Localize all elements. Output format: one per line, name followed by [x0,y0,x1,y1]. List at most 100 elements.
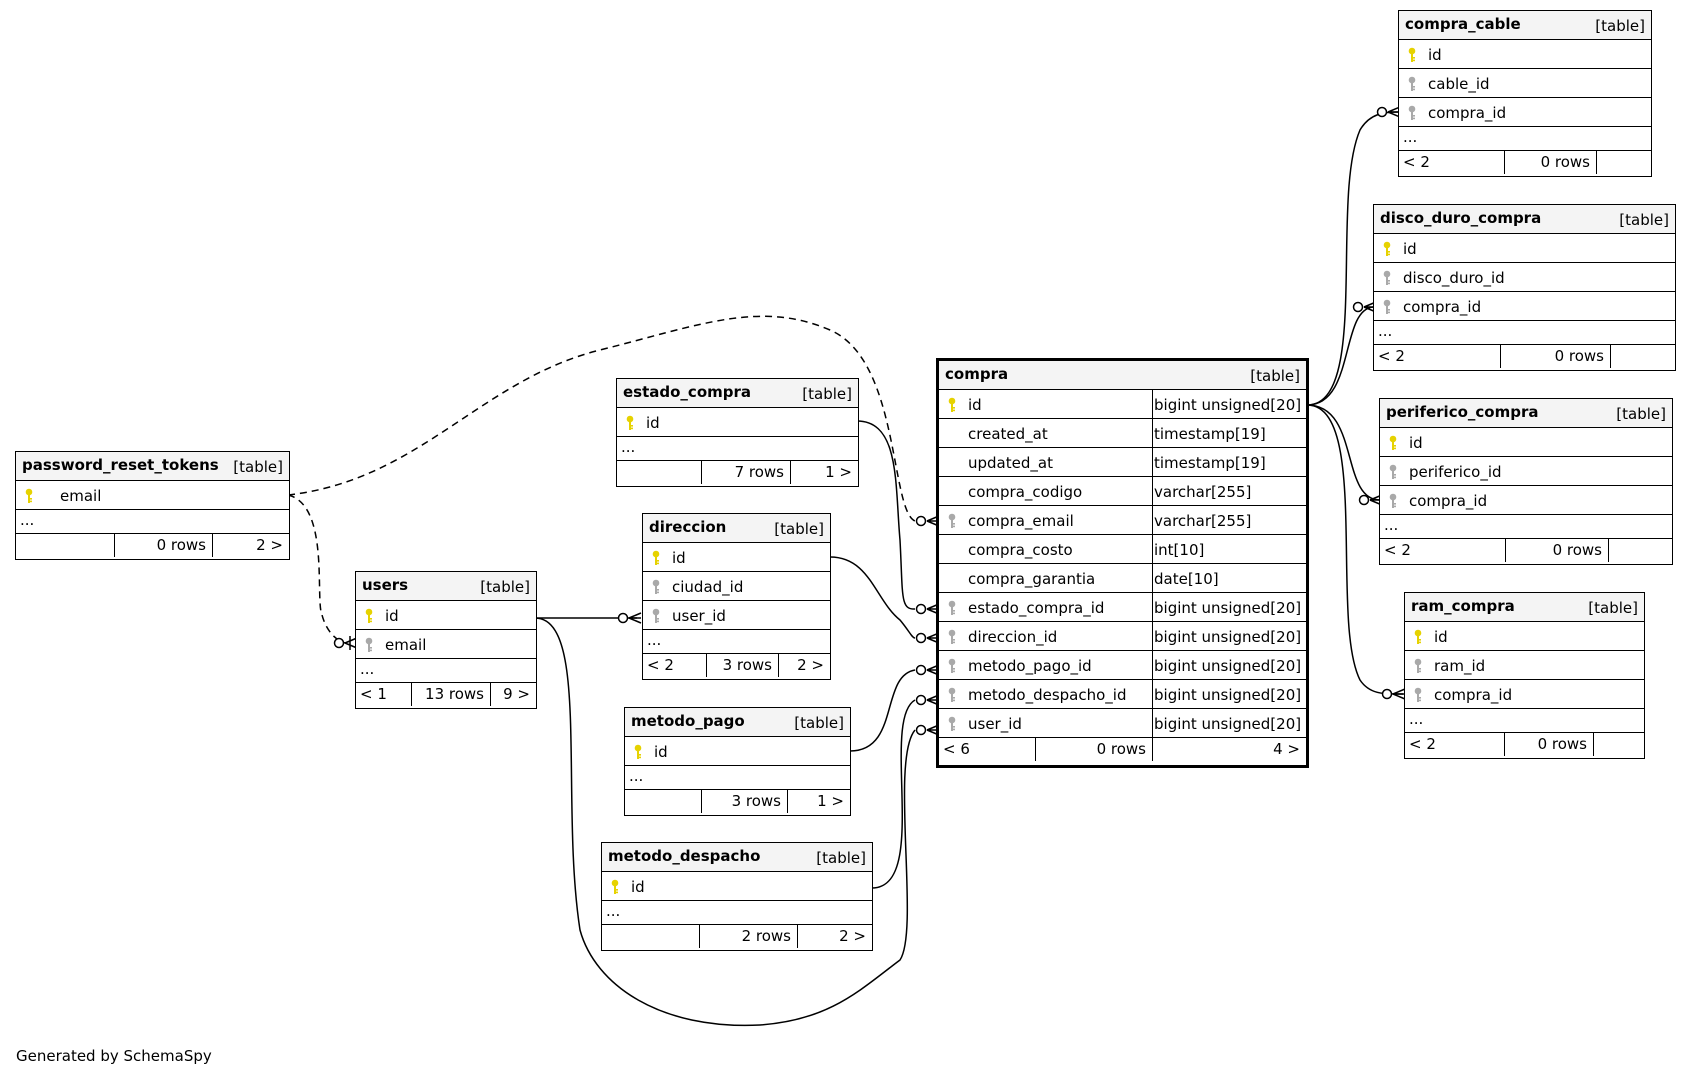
key-icon [365,637,373,652]
key-icon [1389,493,1397,508]
table-name: password_reset_tokens [22,456,219,474]
column-row[interactable]: estado_compra_id bigint unsigned[20] [939,593,1306,622]
column-row[interactable]: email [16,481,289,510]
table-ram-compra[interactable]: ram_compra [table] id ram_id compra_id .… [1404,592,1645,759]
column-row[interactable]: id [356,601,536,630]
column-name: id [968,396,982,414]
column-row[interactable]: id [617,408,858,437]
column-row[interactable]: compra_garantia date[10] [939,564,1306,593]
footer-parents-link[interactable] [602,925,699,948]
table-header: disco_duro_compra [table] [1374,205,1675,234]
table-footer: < 6 0 rows 4 > [939,738,1306,761]
footer-children-link[interactable] [1596,151,1651,174]
table-name: compra_cable [1405,15,1521,33]
column-type: bigint unsigned[20] [1154,628,1302,646]
column-row[interactable]: compra_email varchar[255] [939,506,1306,535]
footer-parents-link[interactable]: < 2 [1384,541,1411,559]
key-icon [1383,299,1391,314]
column-row[interactable]: cable_id [1399,69,1651,98]
table-metodo-pago[interactable]: metodo_pago [table] id ... 3 rows 1 > [624,707,851,816]
key-icon [1414,658,1422,673]
table-disco-duro-compra[interactable]: disco_duro_compra [table] id disco_duro_… [1373,204,1676,371]
column-row[interactable]: id [643,543,830,572]
footer-row-count: 0 rows [1035,738,1152,761]
column-row[interactable]: email [356,630,536,659]
footer-parents-link[interactable]: < 2 [1403,153,1430,171]
column-type: varchar[255] [1154,483,1252,501]
crowfoot-circle [1352,301,1364,313]
column-row[interactable]: id [625,737,850,766]
column-type: timestamp[19] [1154,425,1266,443]
column-row[interactable]: user_id [643,601,830,630]
column-row[interactable]: direccion_id bigint unsigned[20] [939,622,1306,651]
table-direccion[interactable]: direccion [table] id ciudad_id user_id .… [642,513,831,680]
crowfoot-circle [915,664,927,676]
column-name: direccion_id [968,628,1058,646]
column-row[interactable]: id [1405,622,1644,651]
column-row[interactable]: user_id bigint unsigned[20] [939,709,1306,738]
column-row[interactable]: compra_costo int[10] [939,535,1306,564]
column-row[interactable]: created_at timestamp[19] [939,419,1306,448]
column-row[interactable]: metodo_pago_id bigint unsigned[20] [939,651,1306,680]
table-type: [table] [794,714,844,732]
footer-children-link[interactable]: 4 > [1152,738,1306,761]
column-row[interactable]: id [1374,234,1675,263]
footer-children-link[interactable] [1610,345,1675,368]
table-type: [table] [1595,17,1645,35]
column-row[interactable]: metodo_despacho_id bigint unsigned[20] [939,680,1306,709]
column-divider [1152,593,1153,621]
footer-children-link[interactable]: 1 > [790,461,858,484]
column-name: created_at [968,425,1048,443]
column-row[interactable]: ciudad_id [643,572,830,601]
table-periferico-compra[interactable]: periferico_compra [table] id periferico_… [1379,398,1673,565]
footer-parents-link[interactable] [625,790,701,813]
table-compra[interactable]: compra [table] id bigint unsigned[20] cr… [936,358,1309,768]
table-estado-compra[interactable]: estado_compra [table] id ... 7 rows 1 > [616,378,859,487]
column-divider [1152,419,1153,447]
column-name: ciudad_id [672,578,744,596]
crowfoot-circle [915,632,927,644]
footer-parents-link[interactable]: < 2 [1409,735,1436,753]
column-row[interactable]: id [1380,428,1672,457]
table-users[interactable]: users [table] id email ... < 1 13 rows 9… [355,571,537,709]
footer-children-link[interactable]: 2 > [797,925,872,948]
footer-children-link[interactable] [1593,733,1644,756]
column-row[interactable]: compra_id [1405,680,1644,709]
table-metodo-despacho[interactable]: metodo_despacho [table] id ... 2 rows 2 … [601,842,873,951]
column-row[interactable]: compra_id [1380,486,1672,515]
crowfoot-circle [915,694,927,706]
column-name: user_id [672,607,726,625]
column-row[interactable]: compra_codigo varchar[255] [939,477,1306,506]
column-row[interactable]: updated_at timestamp[19] [939,448,1306,477]
footer-children-link[interactable]: 2 > [778,654,830,677]
column-row[interactable]: ram_id [1405,651,1644,680]
footer-parents-link[interactable]: < 6 [943,740,970,758]
column-row[interactable]: id [602,872,872,901]
column-row[interactable]: id bigint unsigned[20] [939,390,1306,419]
footer-row-count: 3 rows [706,654,778,677]
column-name: email [385,636,427,654]
footer-parents-link[interactable]: < 2 [1378,347,1405,365]
table-footer: 7 rows 1 > [617,461,858,484]
footer-children-link[interactable]: 2 > [212,534,289,557]
crowfoot-circle [1381,688,1393,700]
footer-children-link[interactable] [1608,539,1672,562]
column-row[interactable]: disco_duro_id [1374,263,1675,292]
column-row[interactable]: compra_id [1399,98,1651,127]
column-type: date[10] [1154,570,1219,588]
table-password-reset-tokens[interactable]: password_reset_tokens [table] email ... … [15,451,290,560]
column-row[interactable]: compra_id [1374,292,1675,321]
footer-parents-link[interactable] [617,461,701,484]
footer-children-link[interactable]: 9 > [490,683,536,706]
key-icon [948,658,956,673]
table-header: direccion [table] [643,514,830,543]
footer-children-link[interactable]: 1 > [787,790,850,813]
footer-parents-link[interactable]: < 1 [360,685,387,703]
table-footer: 2 rows 2 > [602,925,872,948]
table-compra-cable[interactable]: compra_cable [table] id cable_id compra_… [1398,10,1652,177]
column-type: int[10] [1154,541,1205,559]
footer-parents-link[interactable]: < 2 [647,656,674,674]
footer-parents-link[interactable] [16,534,114,557]
column-row[interactable]: periferico_id [1380,457,1672,486]
column-row[interactable]: id [1399,40,1651,69]
